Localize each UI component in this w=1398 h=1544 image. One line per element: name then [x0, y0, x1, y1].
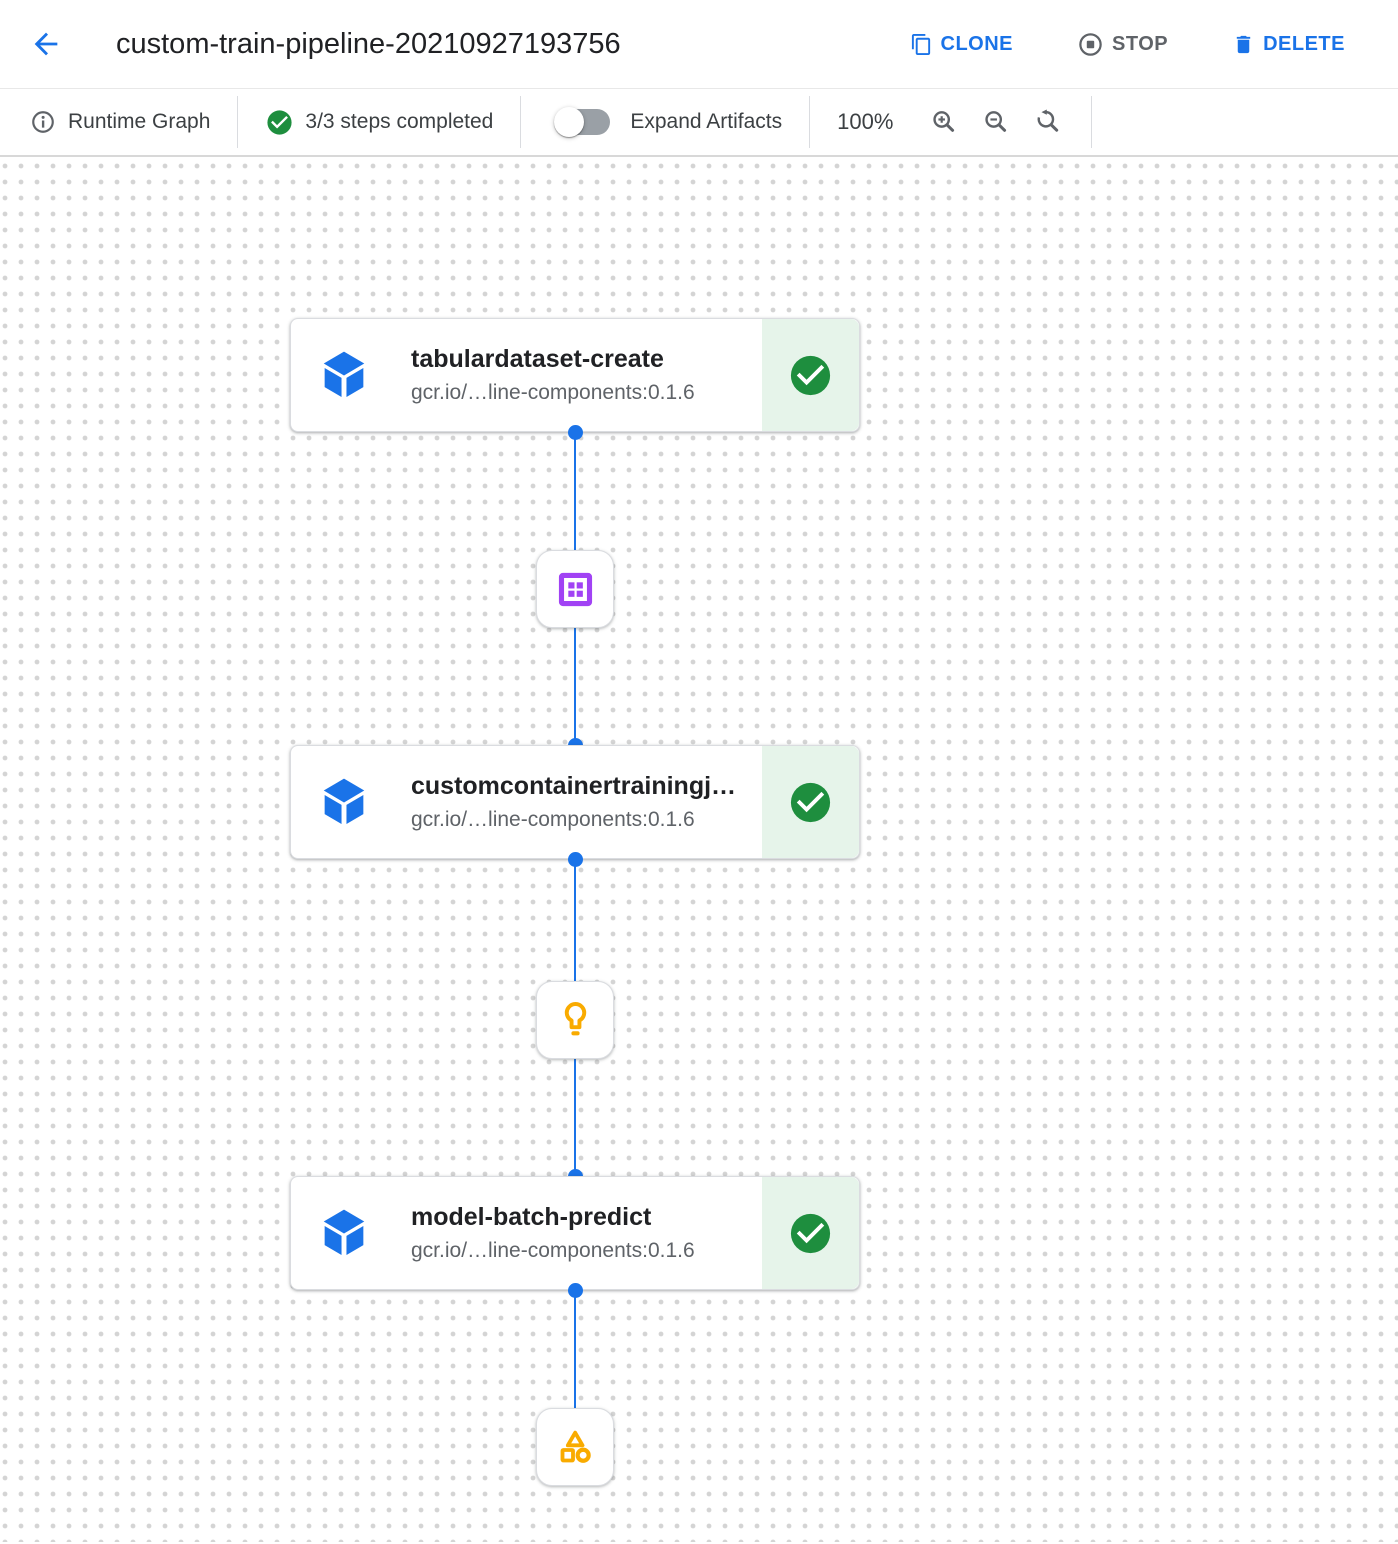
- step-image-uri: gcr.io/…line-components:0.1.6: [411, 381, 695, 404]
- steps-status: 3/3 steps completed: [265, 108, 493, 137]
- model-icon: [564, 1001, 586, 1035]
- step-node-customcontainertrainingjob[interactable]: customcontainertrainingj… gcr.io/…line-c…: [290, 745, 860, 859]
- delete-label: DELETE: [1263, 32, 1345, 55]
- step-status-badge: [762, 1177, 859, 1289]
- output-port-dot: [568, 1283, 583, 1298]
- toolbar-divider: [1091, 96, 1093, 148]
- stop-icon: [1079, 32, 1102, 56]
- output-port-dot: [568, 852, 583, 867]
- zoom-out-button[interactable]: [975, 102, 1015, 142]
- generic-artifact-icon: [560, 1430, 591, 1463]
- expand-artifacts-control: Expand Artifacts: [554, 107, 783, 137]
- pipeline-component-cube-icon: [323, 778, 365, 825]
- output-port-dot: [568, 425, 583, 440]
- delete-button[interactable]: DELETE: [1232, 33, 1345, 56]
- toolbar-divider: [809, 96, 811, 148]
- step-title: customcontainertrainingj…: [411, 772, 737, 800]
- step-status-badge: [762, 319, 859, 431]
- step-image-uri: gcr.io/…line-components:0.1.6: [411, 808, 695, 831]
- edge-step2-artifact2: [574, 859, 576, 981]
- expand-artifacts-label: Expand Artifacts: [630, 110, 783, 133]
- clone-label: CLONE: [940, 32, 1013, 55]
- edge-artifact2-step3: [574, 1059, 576, 1176]
- view-label: Runtime Graph: [68, 110, 211, 133]
- toggle-knob: [554, 107, 585, 137]
- zoom-in-button[interactable]: [923, 102, 963, 142]
- status-check-circle-icon: [790, 782, 831, 822]
- status-check-circle-icon: [790, 1213, 831, 1253]
- stop-label: STOP: [1112, 32, 1169, 55]
- step-title: model-batch-predict: [411, 1203, 652, 1231]
- toolbar-divider: [237, 96, 239, 148]
- pipeline-component-cube-icon: [323, 351, 365, 398]
- zoom-in-icon: [933, 110, 954, 132]
- view-selector[interactable]: Runtime Graph: [30, 109, 210, 135]
- pipeline-component-cube-icon: [323, 1209, 365, 1256]
- step-node-tabulardataset-create[interactable]: tabulardataset-create gcr.io/…line-compo…: [290, 318, 860, 432]
- status-check-circle-icon: [790, 355, 831, 395]
- step-status-badge: [762, 746, 859, 858]
- toolbar-divider: [520, 96, 522, 148]
- zoom-reset-button[interactable]: [1027, 102, 1067, 142]
- dataset-icon: [558, 572, 592, 606]
- step-title: tabulardataset-create: [411, 345, 664, 373]
- stop-button[interactable]: STOP: [1077, 31, 1168, 58]
- step-node-model-batch-predict[interactable]: model-batch-predict gcr.io/…line-compone…: [290, 1176, 860, 1290]
- edge-artifact1-step2: [574, 628, 576, 745]
- step-image-uri: gcr.io/…line-components:0.1.6: [411, 1239, 695, 1262]
- delete-icon: [1236, 35, 1251, 53]
- zoom-level: 100%: [837, 109, 894, 134]
- page-title: custom-train-pipeline-20210927193756: [116, 27, 621, 60]
- artifact-node-dataset[interactable]: [536, 550, 614, 628]
- zoom-out-icon: [985, 110, 1006, 132]
- clone-icon: [911, 33, 930, 55]
- check-circle-icon: [267, 109, 292, 135]
- edge-step3-artifact3: [574, 1290, 576, 1408]
- pipeline-graph-canvas[interactable]: tabulardataset-create gcr.io/…line-compo…: [0, 157, 1398, 1542]
- back-arrow-icon: [34, 32, 58, 56]
- graph-toolbar: Runtime Graph 3/3 steps completed Expand…: [0, 89, 1398, 157]
- zoom-reset-icon: [1037, 108, 1059, 132]
- expand-artifacts-toggle[interactable]: [554, 107, 611, 137]
- artifact-node-generic[interactable]: [536, 1408, 614, 1486]
- clone-button[interactable]: CLONE: [910, 33, 1014, 56]
- artifact-node-model[interactable]: [536, 981, 614, 1059]
- steps-status-label: 3/3 steps completed: [305, 110, 494, 133]
- header-bar: custom-train-pipeline-20210927193756 CLO…: [0, 0, 1398, 89]
- header-actions: CLONE STOP DELETE: [910, 31, 1346, 58]
- zoom-controls: 100%: [837, 102, 1079, 142]
- back-button[interactable]: [28, 26, 64, 62]
- info-icon: [32, 111, 54, 133]
- edge-step1-artifact1: [574, 432, 576, 550]
